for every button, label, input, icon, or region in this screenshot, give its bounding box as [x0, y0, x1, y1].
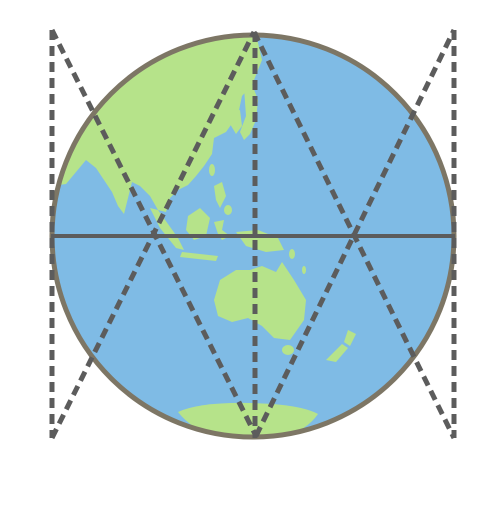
taiwan-island [209, 164, 215, 176]
java-island [180, 252, 218, 261]
solomon-islands [289, 249, 295, 259]
borneo-island [186, 208, 210, 240]
philippines-islands [214, 182, 226, 208]
korea-peninsula [230, 110, 242, 134]
zigzag-segment-3 [49, 30, 257, 440]
tasmania-island [282, 345, 294, 355]
new-zealand-south-island [326, 344, 348, 362]
australia-landmass [214, 262, 306, 340]
vanuatu-islands [302, 266, 306, 274]
mindanao-island [224, 205, 232, 215]
zigzag-segment-4 [251, 30, 457, 440]
new-zealand-north-island [344, 330, 356, 346]
